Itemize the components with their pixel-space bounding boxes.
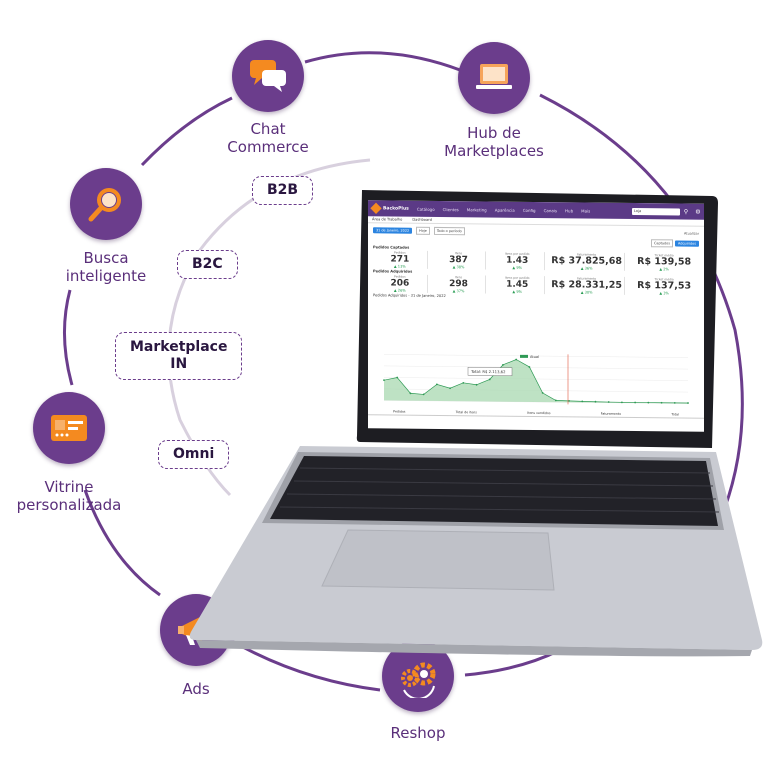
nav-item[interactable]: Aparência [494,207,515,213]
chart-tooltip: Total: R$ 2.113,62 [467,367,513,377]
table-header: Total [671,412,679,417]
chat-bubbles-icon [250,60,286,92]
chart-point [409,392,412,395]
chart-point [475,383,478,386]
chart-point [647,401,650,404]
gear-icon[interactable]: ⚙ [695,208,701,216]
table-header: Itens vendidos [527,410,551,416]
chart-point [541,391,544,394]
nav-item[interactable]: Config [522,207,536,213]
today-button[interactable]: Hoje [416,226,430,235]
chart-point [515,358,518,361]
orders-chart: Total: R$ 2.113,62 Atual [383,354,689,405]
chart-point [396,376,399,379]
chart-point [607,401,610,403]
nav-item[interactable]: Clientes [442,206,459,212]
approved-toggle[interactable]: Adquiridos [675,240,699,247]
grid-line [384,377,688,381]
chart-point [422,393,425,396]
table-header: Pedidos [393,409,406,414]
table-header: Faturamento [600,411,622,416]
storefront-card-icon [51,415,87,441]
chart-point [673,402,676,404]
vitrine-personalizada-node [33,392,105,464]
orders-table: Pedidos Total de itens Itens vendidos Fa… [368,408,704,432]
chart-legend: Atual [520,354,539,359]
ads-label: Ads [182,680,210,698]
chart-point [502,363,504,366]
brand-logo-icon [370,202,382,214]
svg-text:Total: R$ 2.113,62: Total: R$ 2.113,62 [470,369,506,374]
pill-omni: Omni [158,440,230,469]
pill-b2b: B2B [252,176,314,205]
chart-point [488,378,491,381]
chart-line [383,359,688,404]
chart-point [634,401,637,404]
search-icon[interactable]: ⚲ [683,208,689,216]
date-button[interactable]: 31 de Janeiro, 2022 [373,227,413,234]
chart-point [449,387,451,390]
laptop-icon [476,64,512,89]
chart-area [384,359,688,404]
nav-item[interactable]: Hub [565,207,574,213]
svg-text:Atual: Atual [530,355,539,359]
magnifier-icon [88,188,121,222]
chart-point [435,383,438,386]
table-header: Total de itens [455,410,477,415]
chart-point [462,381,465,384]
refresh-button[interactable]: Atualizar [684,231,699,236]
pill-b2c: B2C [177,250,238,279]
nav-item[interactable]: Canais [543,207,558,213]
nav-item[interactable]: Mais [581,207,591,214]
chat-commerce-node [232,40,304,112]
nav-item[interactable]: Marketing [466,206,487,212]
chart-point [383,379,385,382]
nav-item[interactable]: Catálogo [416,206,435,212]
tab-workspace[interactable]: Área de Trabalho [372,217,403,222]
chart-point [594,400,597,403]
hub-marketplaces-node [458,42,530,114]
dashboard-screen: BackoPlus Catálogo Clientes Marketing Ap… [368,200,704,432]
chart-point [528,366,531,368]
period-button[interactable]: Todo o período [433,226,465,236]
reshop-label: Reshop [390,724,446,742]
chart-point [687,402,689,404]
chart-point [621,401,623,404]
busca-inteligente-node [70,168,142,240]
grid-line [384,365,688,370]
tab-dashboard[interactable]: Dashboard [412,217,432,222]
chart-point [581,400,584,403]
chart-point [660,401,663,404]
brand-name: BackoPlus [383,205,409,212]
grid-line [384,354,688,358]
gears-icon [401,662,436,698]
chart-point [568,399,570,402]
store-select[interactable]: Loja [632,207,680,216]
captured-toggle[interactable]: Captados [651,239,673,248]
chart-point [554,399,557,402]
